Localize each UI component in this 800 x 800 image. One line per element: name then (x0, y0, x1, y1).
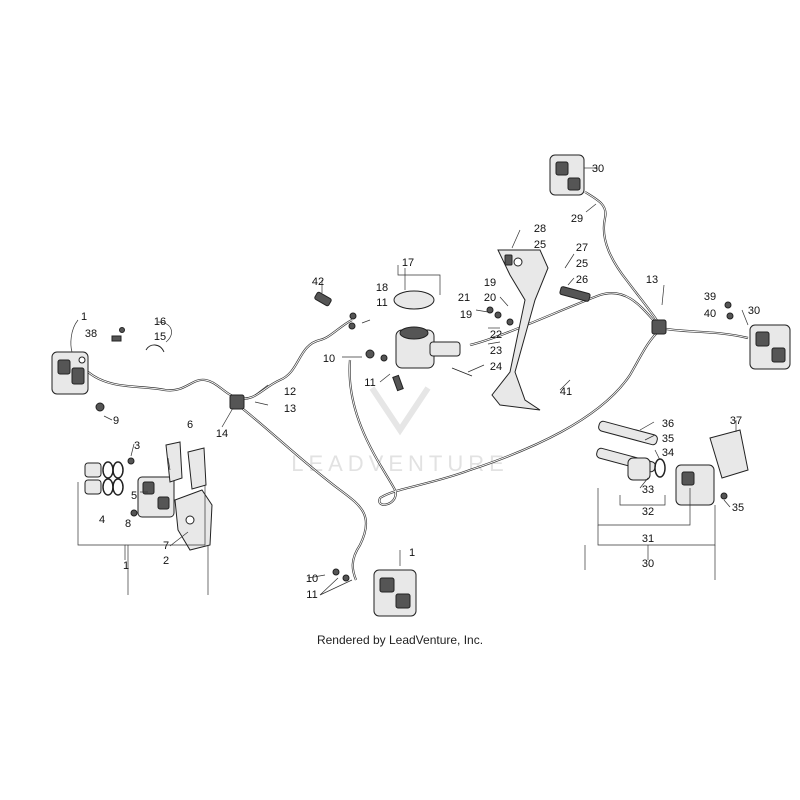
bracket-lines-left (77, 482, 209, 595)
callout: 14 (216, 428, 228, 440)
bolt-9 (95, 402, 105, 412)
callout: 10 (323, 353, 335, 365)
callout-labels: 1 38 16 15 9 3 6 5 4 8 7 2 1 12 13 14 42… (81, 163, 760, 601)
callout: 37 (730, 415, 742, 427)
callout: 1 (409, 547, 415, 559)
callout: 32 (642, 506, 654, 518)
callout: 42 (312, 276, 324, 288)
screw-16 (119, 327, 125, 333)
callout: 35 (662, 433, 674, 445)
callout: 2 (163, 555, 169, 567)
callout: 17 (402, 257, 414, 269)
callout: 12 (284, 386, 296, 398)
callout: 27 (576, 242, 588, 254)
front-left-caliper (51, 351, 89, 395)
callout: 20 (484, 292, 496, 304)
callout: 13 (284, 403, 296, 415)
callout: 33 (642, 484, 654, 496)
callout: 13 (646, 274, 658, 286)
callout: 11 (364, 377, 375, 389)
callout: 36 (662, 418, 674, 430)
front-right-caliper (332, 568, 417, 617)
callout: 41 (560, 386, 572, 398)
rear-caliper-right (724, 301, 791, 370)
callout: 29 (571, 213, 583, 225)
callout: 19 (460, 309, 472, 321)
master-cylinder (365, 290, 473, 392)
callout: 8 (125, 518, 131, 530)
caliper-kit-left (84, 441, 213, 551)
callout: 5 (131, 490, 137, 502)
callout: 7 (163, 540, 169, 552)
callout: 22 (490, 329, 502, 341)
hose-clamp-15 (145, 344, 165, 353)
callout: 25 (534, 239, 546, 251)
callout: 28 (534, 223, 546, 235)
leader-lines (70, 167, 749, 596)
callout: 15 (154, 331, 166, 343)
brake-light-switch (314, 291, 357, 330)
callout: 30 (748, 305, 760, 317)
callout: 11 (376, 297, 387, 309)
callout: 21 (458, 292, 470, 304)
callout: 26 (576, 274, 588, 286)
watermark-text: LEADVENTURE (291, 451, 509, 476)
callout: 4 (99, 514, 105, 526)
caliper-kit-right (596, 420, 749, 506)
callout: 30 (642, 558, 654, 570)
callout: 35 (732, 502, 744, 514)
brake-junction-block-right (651, 319, 667, 335)
callout: 34 (662, 447, 674, 459)
callout: 6 (187, 419, 193, 431)
callout: 30 (592, 163, 604, 175)
callout: 23 (490, 345, 502, 357)
callout: 10 (306, 573, 318, 585)
callout: 24 (490, 361, 502, 373)
callout: 31 (642, 533, 654, 545)
bleeder-screw-38 (111, 335, 122, 342)
callout: 16 (154, 316, 166, 328)
callout: 19 (484, 277, 496, 289)
callout: 39 (704, 291, 716, 303)
callout: 11 (306, 589, 317, 601)
rendered-by-credit: Rendered by LeadVenture, Inc. (317, 633, 483, 647)
brake-hoses (87, 191, 749, 581)
brake-junction-block-left (229, 394, 245, 410)
leadventure-watermark: LEADVENTURE (291, 386, 509, 476)
brake-pedal (486, 249, 591, 411)
rear-caliper-top (549, 154, 585, 196)
callout: 1 (123, 560, 129, 572)
callout: 9 (113, 415, 119, 427)
callout: 40 (704, 308, 716, 320)
callout: 25 (576, 258, 588, 270)
callout: 38 (85, 328, 97, 340)
callout: 1 (81, 311, 87, 323)
callout: 3 (134, 440, 140, 452)
callout: 18 (376, 282, 388, 294)
bracket-lines-right (584, 488, 716, 580)
